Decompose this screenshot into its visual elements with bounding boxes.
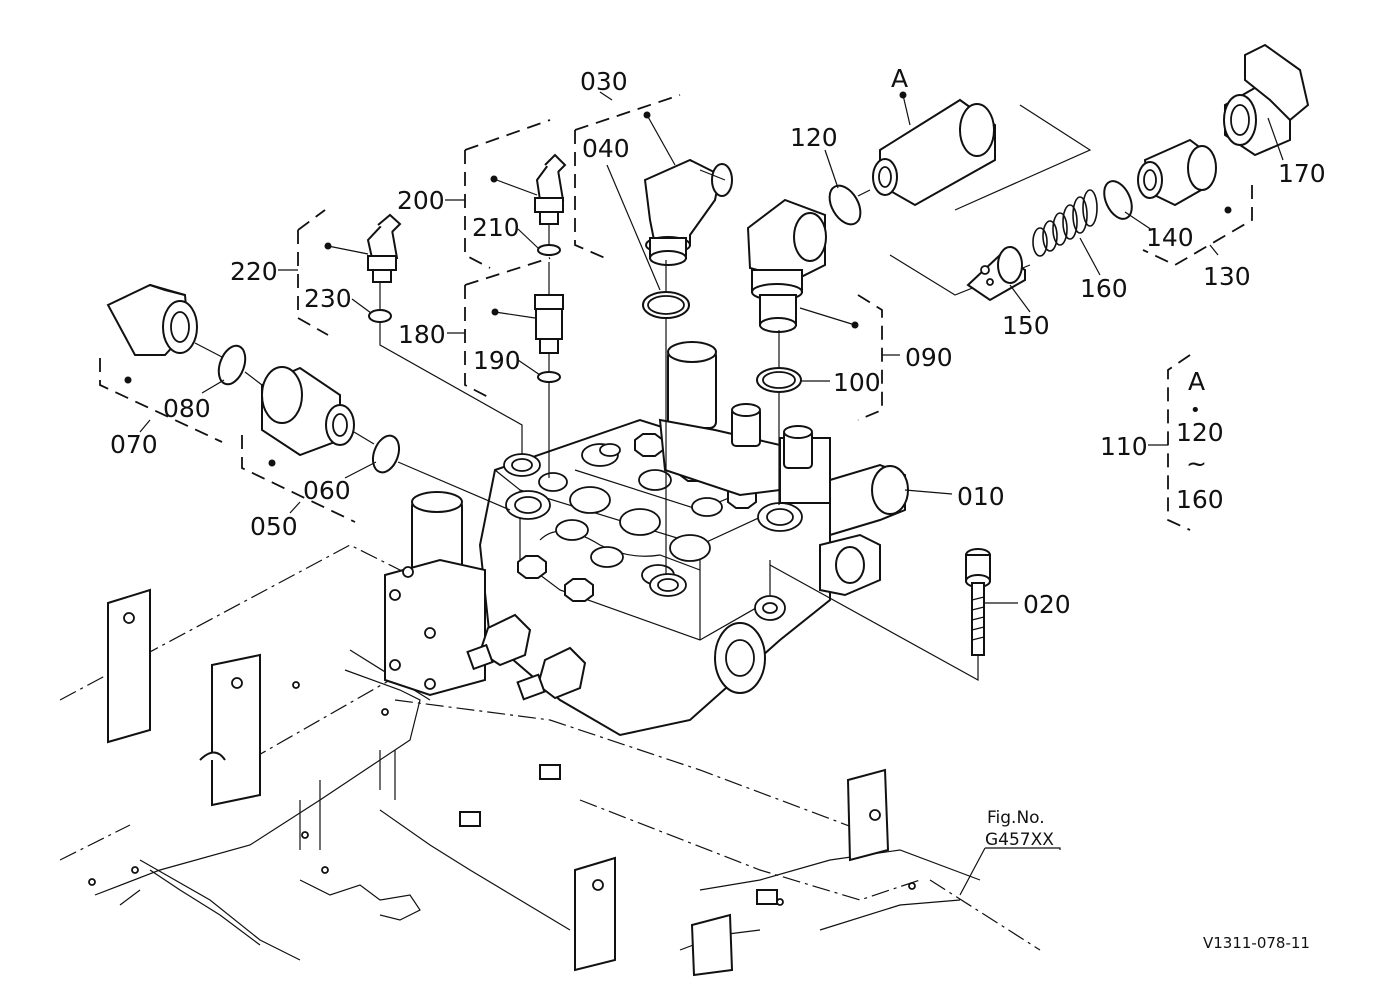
callout-230: 230	[304, 284, 352, 313]
callout-220: 220	[230, 257, 278, 286]
callout-040: 040	[582, 134, 630, 163]
detail-ref-a: A	[891, 64, 908, 93]
elbow-fitting-030	[643, 111, 733, 266]
group-brackets	[99, 94, 1253, 531]
elbow-fitting-070	[106, 283, 198, 384]
bracket-low	[690, 913, 734, 977]
callout-110: 110	[1100, 432, 1148, 461]
leader-lines	[139, 91, 1219, 896]
o-ring-210	[537, 244, 561, 256]
weld-nut-1	[539, 764, 561, 780]
frame-cutout	[199, 751, 226, 761]
callout-170: 170	[1278, 159, 1326, 188]
callout-140: 140	[1146, 223, 1194, 252]
bolt-020	[769, 548, 991, 682]
spring-160	[1032, 189, 1098, 257]
bracket-bottom	[574, 856, 616, 972]
fig-ref-number: G457XX	[985, 830, 1054, 850]
callout-070: 070	[110, 430, 158, 459]
o-ring-060	[371, 434, 401, 474]
o-ring-120	[828, 184, 862, 226]
drawing-code: V1311-078-11	[1203, 934, 1310, 952]
relief-cartridge-a	[872, 91, 1092, 296]
fitting-050	[261, 366, 355, 467]
callout-060: 060	[303, 476, 351, 505]
legend-110-from: 120	[1176, 418, 1224, 447]
callout-100: 100	[833, 368, 881, 397]
plug-130	[1137, 138, 1232, 214]
elbow-fitting-090	[746, 198, 859, 333]
fig-ref-label: Fig.No.	[987, 808, 1045, 828]
callout-030: 030	[580, 67, 628, 96]
o-ring-080	[217, 344, 247, 386]
callout-160: 160	[1080, 274, 1128, 303]
weld-nut-3	[756, 889, 778, 905]
callout-120: 120	[790, 123, 838, 152]
callout-190: 190	[473, 346, 521, 375]
nipple-180	[491, 294, 564, 354]
o-ring-230	[368, 309, 392, 323]
poppet-150	[966, 246, 1026, 302]
legend-110-to: 160	[1176, 485, 1224, 514]
callout-200: 200	[397, 186, 445, 215]
bracket-left	[107, 588, 151, 744]
elbow-fitting-220	[324, 213, 402, 283]
legend-110-ref: A	[1188, 367, 1205, 396]
callout-050: 050	[250, 512, 298, 541]
chassis-frame	[59, 544, 1041, 977]
bracket-right	[846, 768, 890, 862]
legend-110-tilde: ~	[1186, 449, 1207, 478]
callout-130: 130	[1203, 262, 1251, 291]
control-valve-010	[384, 341, 909, 737]
weld-nut-2	[459, 811, 481, 827]
callout-150: 150	[1002, 311, 1050, 340]
callout-180: 180	[398, 320, 446, 349]
elbow-fitting-170	[1223, 43, 1310, 157]
o-ring-190	[537, 371, 561, 383]
callout-020: 020	[1023, 590, 1071, 619]
callout-210: 210	[472, 213, 520, 242]
o-ring-140	[1103, 180, 1133, 220]
callout-010: 010	[957, 482, 1005, 511]
callout-090: 090	[905, 343, 953, 372]
callout-080: 080	[163, 394, 211, 423]
legend-110-separator: •	[1190, 400, 1201, 421]
